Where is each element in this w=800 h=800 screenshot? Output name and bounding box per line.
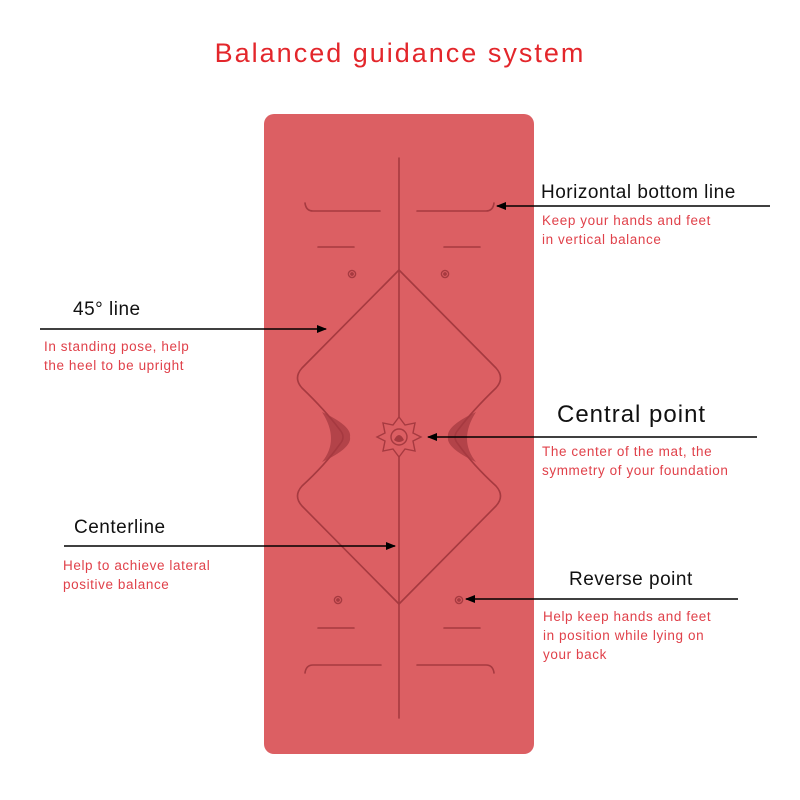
description-line: symmetry of your foundation	[542, 463, 729, 478]
central-point-description: The center of the mat, the symmetry of y…	[542, 442, 729, 480]
description-line: In standing pose, help	[44, 339, 190, 354]
reverse-point-title: Reverse point	[569, 569, 693, 590]
description-line: in position while lying on	[543, 628, 705, 643]
ring-dot-icon	[454, 595, 464, 605]
description-line: The center of the mat, the	[542, 444, 713, 459]
central-point-title: Central point	[557, 401, 707, 428]
ring-dot-icon	[333, 595, 343, 605]
description-line: the heel to be upright	[44, 358, 185, 373]
page-title: Balanced guidance system	[214, 38, 586, 68]
horizontal-bottom-line-title: Horizontal bottom line	[541, 182, 736, 203]
description-line: Keep your hands and feet	[542, 213, 712, 228]
horizontal-bottom-line-top-left	[304, 202, 381, 212]
centerline-title: Centerline	[74, 517, 166, 538]
horizontal-bottom-line-bottom-right	[416, 664, 495, 674]
description-line: Help to achieve lateral	[63, 558, 211, 573]
description-line: your back	[543, 647, 607, 662]
line-45-title: 45° line	[73, 299, 141, 320]
description-line: in vertical balance	[542, 232, 662, 247]
line-45-description: In standing pose, help the heel to be up…	[44, 337, 189, 375]
description-line: Help keep hands and feet	[543, 609, 712, 624]
centerline-description: Help to achieve lateral positive balance	[63, 556, 210, 594]
ring-dot-icon	[347, 269, 357, 279]
horizontal-bottom-line-description: Keep your hands and feet in vertical bal…	[542, 211, 711, 249]
lotus-mandala-icon	[375, 415, 423, 459]
ring-dot-icon	[440, 269, 450, 279]
horizontal-bottom-line-bottom-left	[304, 664, 382, 674]
horizontal-bottom-line-top-right	[416, 202, 495, 212]
description-line: positive balance	[63, 577, 170, 592]
waist-shade-left	[322, 412, 351, 462]
reverse-point-description: Help keep hands and feet in position whi…	[543, 607, 711, 664]
